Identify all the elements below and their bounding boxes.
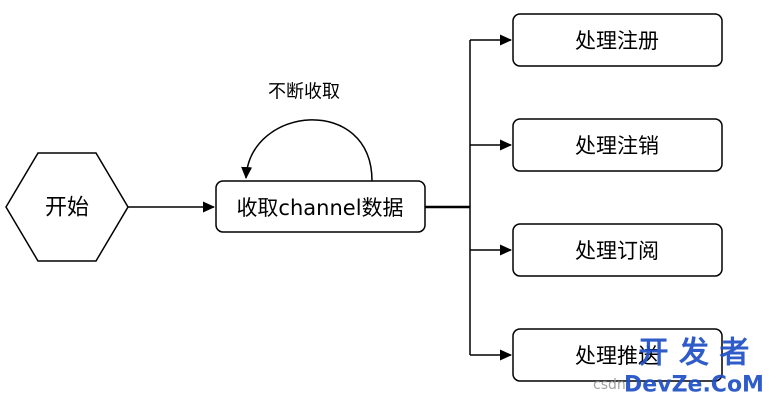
- branch-node-register[interactable]: 处理注册: [512, 13, 723, 67]
- branch-label-subscribe: 处理订阅: [575, 239, 659, 263]
- loop-label: 不断收取: [268, 82, 340, 103]
- branch-label-unregister: 处理注销: [575, 134, 659, 158]
- branch-box-push: [512, 328, 723, 382]
- branch-node-subscribe[interactable]: 处理订阅: [512, 223, 723, 277]
- branch-label-push: 处理推送: [575, 344, 659, 368]
- main-process-node[interactable]: 收取channel数据: [215, 180, 426, 233]
- start-label: 开始: [45, 196, 89, 221]
- loop-arrow: [241, 119, 373, 182]
- branch-node-push[interactable]: 处理推送: [512, 328, 723, 382]
- watermark-en: DevZe.CoM: [624, 373, 764, 398]
- branch-box-unregister: [512, 118, 723, 172]
- branch-node-unregister[interactable]: 处理注销: [512, 118, 723, 172]
- watermark-prefix: csdn: [593, 377, 626, 393]
- branch-label-register: 处理注册: [575, 29, 659, 53]
- watermark-cn: 开 发 者: [639, 336, 750, 371]
- branch-box-register: [512, 13, 723, 67]
- start-node[interactable]: 开始: [5, 152, 129, 262]
- main-process-label: 收取channel数据: [236, 196, 403, 220]
- branch-box-subscribe: [512, 223, 723, 277]
- watermark: 开 发 者 csdn DevZe.CoM: [593, 336, 764, 398]
